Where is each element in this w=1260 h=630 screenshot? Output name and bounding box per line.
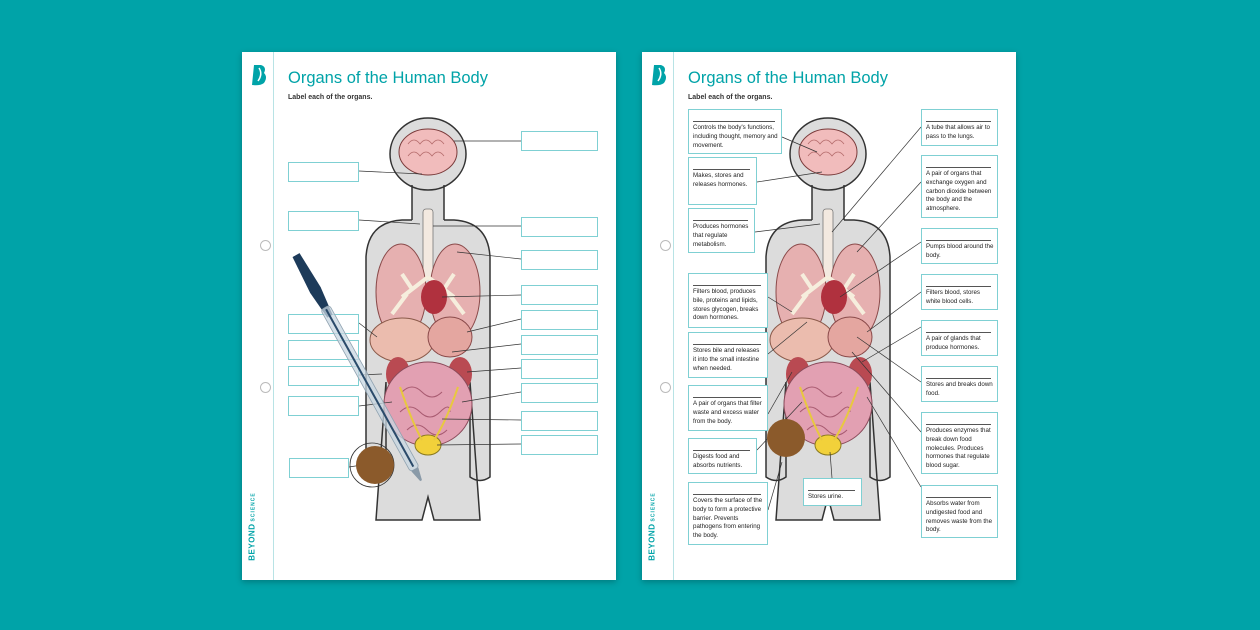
- label-box[interactable]: [521, 285, 598, 305]
- body-diagram: [754, 52, 922, 580]
- description-box[interactable]: Filters blood, stores white blood cells.: [921, 274, 998, 310]
- margin-line: [673, 52, 674, 580]
- label-box[interactable]: [288, 396, 359, 416]
- label-box[interactable]: [521, 383, 598, 403]
- label-box[interactable]: [288, 366, 359, 386]
- description-box[interactable]: Absorbs water from undigested food and r…: [921, 485, 998, 538]
- beyond-logo: [252, 65, 266, 86]
- description-box[interactable]: A pair of organs that exchange oxygen an…: [921, 155, 998, 218]
- label-box[interactable]: [521, 310, 598, 330]
- label-box[interactable]: [521, 131, 598, 151]
- worksheet-page-blank: BEYONDSCIENCE Organs of the Human Body L…: [242, 52, 616, 580]
- page-subtitle: Label each of the organs.: [288, 94, 373, 101]
- description-box[interactable]: Produces enzymes that break down food mo…: [921, 412, 998, 474]
- punch-hole: [660, 382, 671, 393]
- description-box[interactable]: Produces hormones that regulate metaboli…: [688, 208, 755, 253]
- page-title: Organs of the Human Body: [288, 69, 488, 87]
- punch-hole: [260, 240, 271, 251]
- worksheet-page-descriptions: BEYONDSCIENCE Organs of the Human Body L…: [642, 52, 1016, 580]
- label-box[interactable]: [521, 335, 598, 355]
- page-title: Organs of the Human Body: [688, 69, 888, 87]
- beyond-logo: [652, 65, 666, 86]
- label-box[interactable]: [288, 211, 359, 231]
- description-box[interactable]: Controls the body's functions, including…: [688, 109, 782, 154]
- description-box[interactable]: Pumps blood around the body.: [921, 228, 998, 264]
- page-subtitle: Label each of the organs.: [688, 94, 773, 101]
- label-box[interactable]: [521, 359, 598, 379]
- label-box[interactable]: [288, 162, 359, 182]
- description-box[interactable]: Stores urine.: [803, 478, 862, 506]
- description-box[interactable]: Filters blood, produces bile, proteins a…: [688, 273, 768, 328]
- label-box[interactable]: [521, 250, 598, 270]
- label-box[interactable]: [289, 458, 349, 478]
- description-box[interactable]: Covers the surface of the body to form a…: [688, 482, 768, 545]
- margin-line: [273, 52, 274, 580]
- label-box[interactable]: [521, 411, 598, 431]
- punch-hole: [660, 240, 671, 251]
- description-box[interactable]: A tube that allows air to pass to the lu…: [921, 109, 998, 146]
- description-box[interactable]: Digests food and absorbs nutrients.: [688, 438, 757, 474]
- description-box[interactable]: Stores bile and releases it into the sma…: [688, 332, 768, 378]
- punch-hole: [260, 382, 271, 393]
- description-box[interactable]: Makes, stores and releases hormones.: [688, 157, 757, 205]
- description-box[interactable]: Stores and breaks down food.: [921, 366, 998, 402]
- label-box[interactable]: [521, 217, 598, 237]
- label-box[interactable]: [521, 435, 598, 455]
- pen: [292, 253, 422, 482]
- description-box[interactable]: A pair of glands that produce hormones.: [921, 320, 998, 356]
- description-box[interactable]: A pair of organs that filter waste and e…: [688, 385, 768, 431]
